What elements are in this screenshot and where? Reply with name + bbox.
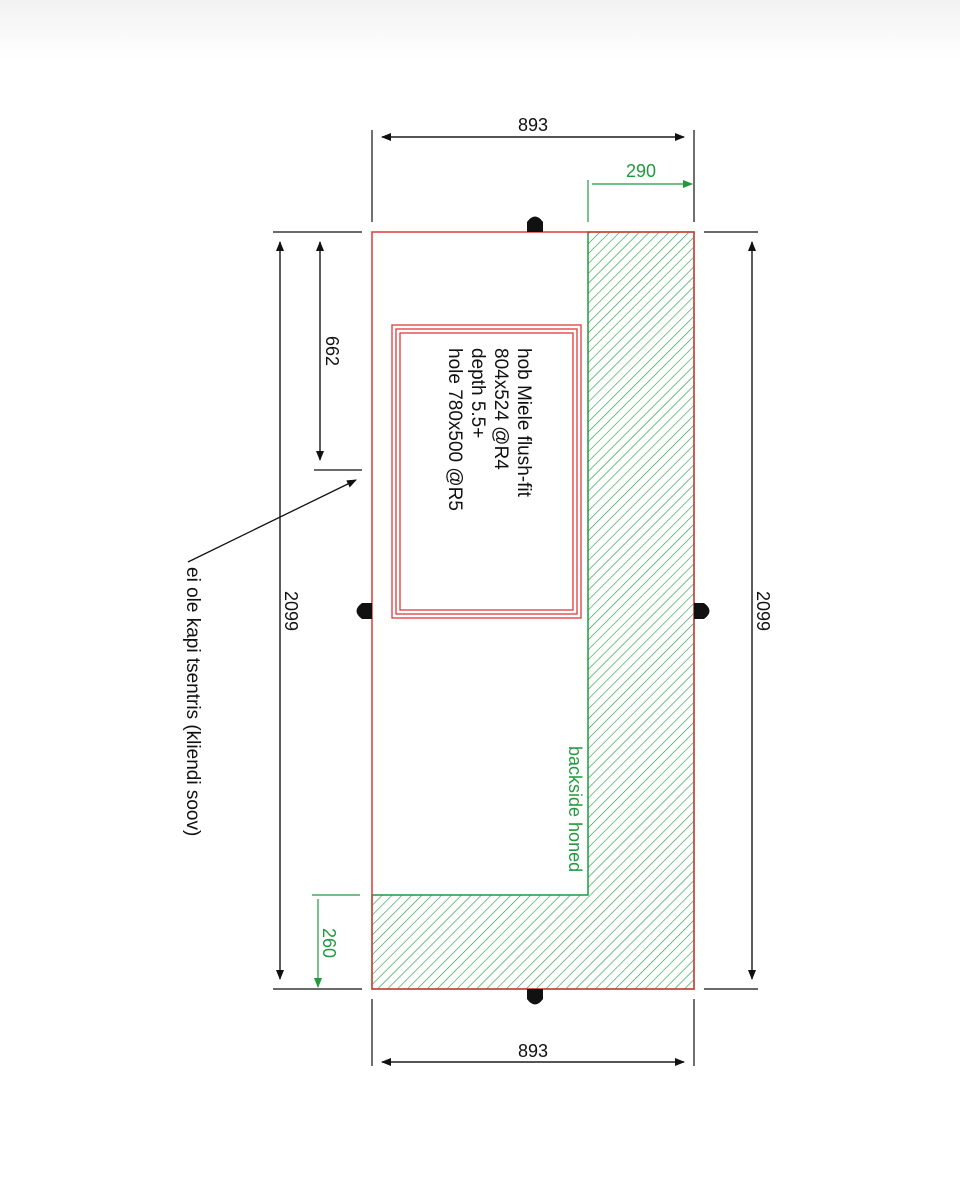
edge-marker-left: [356, 603, 372, 619]
hatch-width-dimension: [587, 180, 693, 222]
right-height-label: 2099: [753, 591, 773, 631]
hatch-height-label: 260: [319, 928, 339, 958]
hob-note-line-1: hob Miele flush-fit: [513, 348, 534, 498]
hob-note-line-4: hole 780x500 @R5: [444, 348, 465, 511]
top-width-label: 893: [518, 115, 548, 135]
left-height-dimension: [273, 231, 362, 990]
hob-outline-inner: [399, 332, 574, 611]
edge-marker-top: [527, 216, 543, 232]
hob-note-line-3: depth 5.5+: [467, 348, 488, 438]
bottom-width-label: 893: [518, 1041, 548, 1061]
hatch-label: backside honed: [565, 746, 585, 872]
page-top-shadow: [0, 0, 960, 60]
hob-outline-outer: [391, 324, 582, 619]
right-height-dimension: [704, 231, 758, 990]
left-offset-label: 662: [322, 336, 342, 366]
callout-note: ei ole kapi tsentris (kliendi soov): [182, 567, 203, 836]
hatch-width-label: 290: [626, 161, 656, 181]
hatch-height-dimension: [312, 894, 360, 988]
top-width-dimension: [371, 130, 695, 222]
hob-note-line-2: 804x524 @R4: [490, 348, 511, 470]
bottom-width-dimension: [371, 999, 695, 1066]
edge-marker-right: [694, 603, 710, 619]
left-offset-dimension: [314, 241, 362, 471]
hob-outline-middle: [395, 328, 578, 615]
left-height-label: 2099: [281, 591, 301, 631]
edge-marker-bottom: [527, 989, 543, 1005]
callout-arrow: [187, 479, 357, 563]
